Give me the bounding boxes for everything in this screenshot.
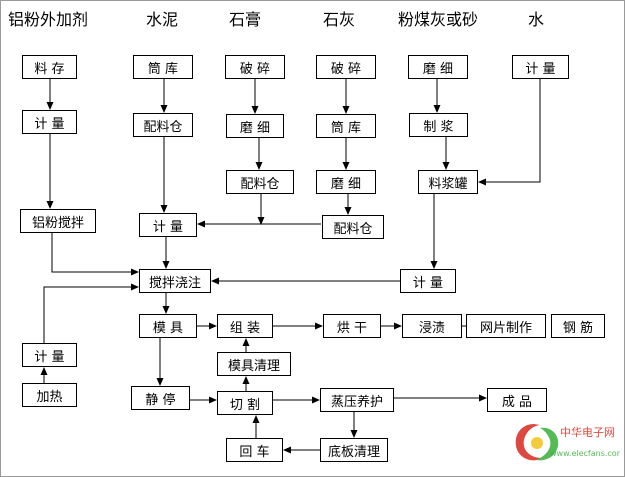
node-dipping: 浸渍 — [402, 314, 462, 338]
node-water-metering: 计 量 — [512, 55, 569, 79]
node-slurry-making: 制 浆 — [409, 113, 468, 137]
node-fly-grinding: 磨 细 — [408, 55, 468, 79]
node-slurry-tank: 料浆罐 — [418, 170, 478, 194]
node-main-metering: 计 量 — [139, 213, 197, 237]
node-slurry-metering: 计 量 — [400, 269, 456, 293]
node-cutting: 切 割 — [217, 391, 273, 415]
arrow-al-mixing-to-mixing-pouring — [51, 233, 139, 276]
watermark-line2: www.elecfans.com — [550, 449, 620, 458]
node-mesh-making: 网片制作 — [466, 314, 546, 338]
node-lime-crushing: 破 碎 — [316, 55, 376, 79]
node-al-metering: 计 量 — [22, 110, 77, 134]
node-mold: 模 具 — [139, 314, 197, 338]
watermark-line1: 中华电子网 — [560, 425, 615, 439]
header-cement: 水泥 — [146, 10, 179, 29]
node-lime-batch-bin: 配料仓 — [322, 215, 384, 239]
node-return-car: 回 车 — [226, 438, 283, 462]
node-gypsum-grinding: 磨 细 — [226, 114, 284, 138]
node-heating: 加热 — [22, 383, 77, 407]
node-gypsum-crushing: 破 碎 — [225, 55, 285, 79]
node-drying: 烘 干 — [323, 314, 381, 338]
node-rebar: 钢 筋 — [551, 314, 605, 338]
node-lime-grinding: 磨 细 — [316, 170, 376, 194]
header-lime: 石灰 — [323, 10, 356, 29]
watermark-logo: 中华电子网 www.elecfans.com — [515, 424, 620, 461]
watermark-emblem — [515, 424, 559, 461]
arrow-water-to-slurry-tank — [478, 79, 541, 186]
node-resting: 静 停 — [131, 386, 190, 410]
node-cement-silo: 筒 库 — [133, 55, 193, 79]
node-gypsum-batch-bin: 配料仓 — [226, 170, 294, 194]
node-al-mixing: 铝粉搅拌 — [20, 209, 96, 233]
header-gypsum: 石膏 — [229, 10, 262, 29]
node-cement-batch-bin: 配料仓 — [133, 113, 193, 137]
node-al-storage: 料 存 — [22, 55, 77, 79]
node-lime-silo: 筒 库 — [316, 114, 376, 138]
node-assembly: 组 装 — [217, 314, 273, 338]
header-aluminum-additive: 铝粉外加剂 — [8, 10, 89, 29]
node-finished-product: 成 品 — [487, 388, 547, 412]
header-water: 水 — [528, 10, 545, 29]
header-flyash-sand: 粉煤灰或砂 — [398, 10, 479, 29]
node-mold-cleaning: 模具清理 — [217, 352, 291, 376]
node-base-cleaning: 底板清理 — [320, 438, 388, 462]
arrow-heat-metering-to-mixing-pouring — [43, 283, 139, 343]
node-autoclave-curing: 蒸压养护 — [320, 388, 394, 412]
node-mixing-pouring: 搅拌浇注 — [139, 269, 211, 293]
node-heat-metering: 计 量 — [22, 343, 77, 367]
